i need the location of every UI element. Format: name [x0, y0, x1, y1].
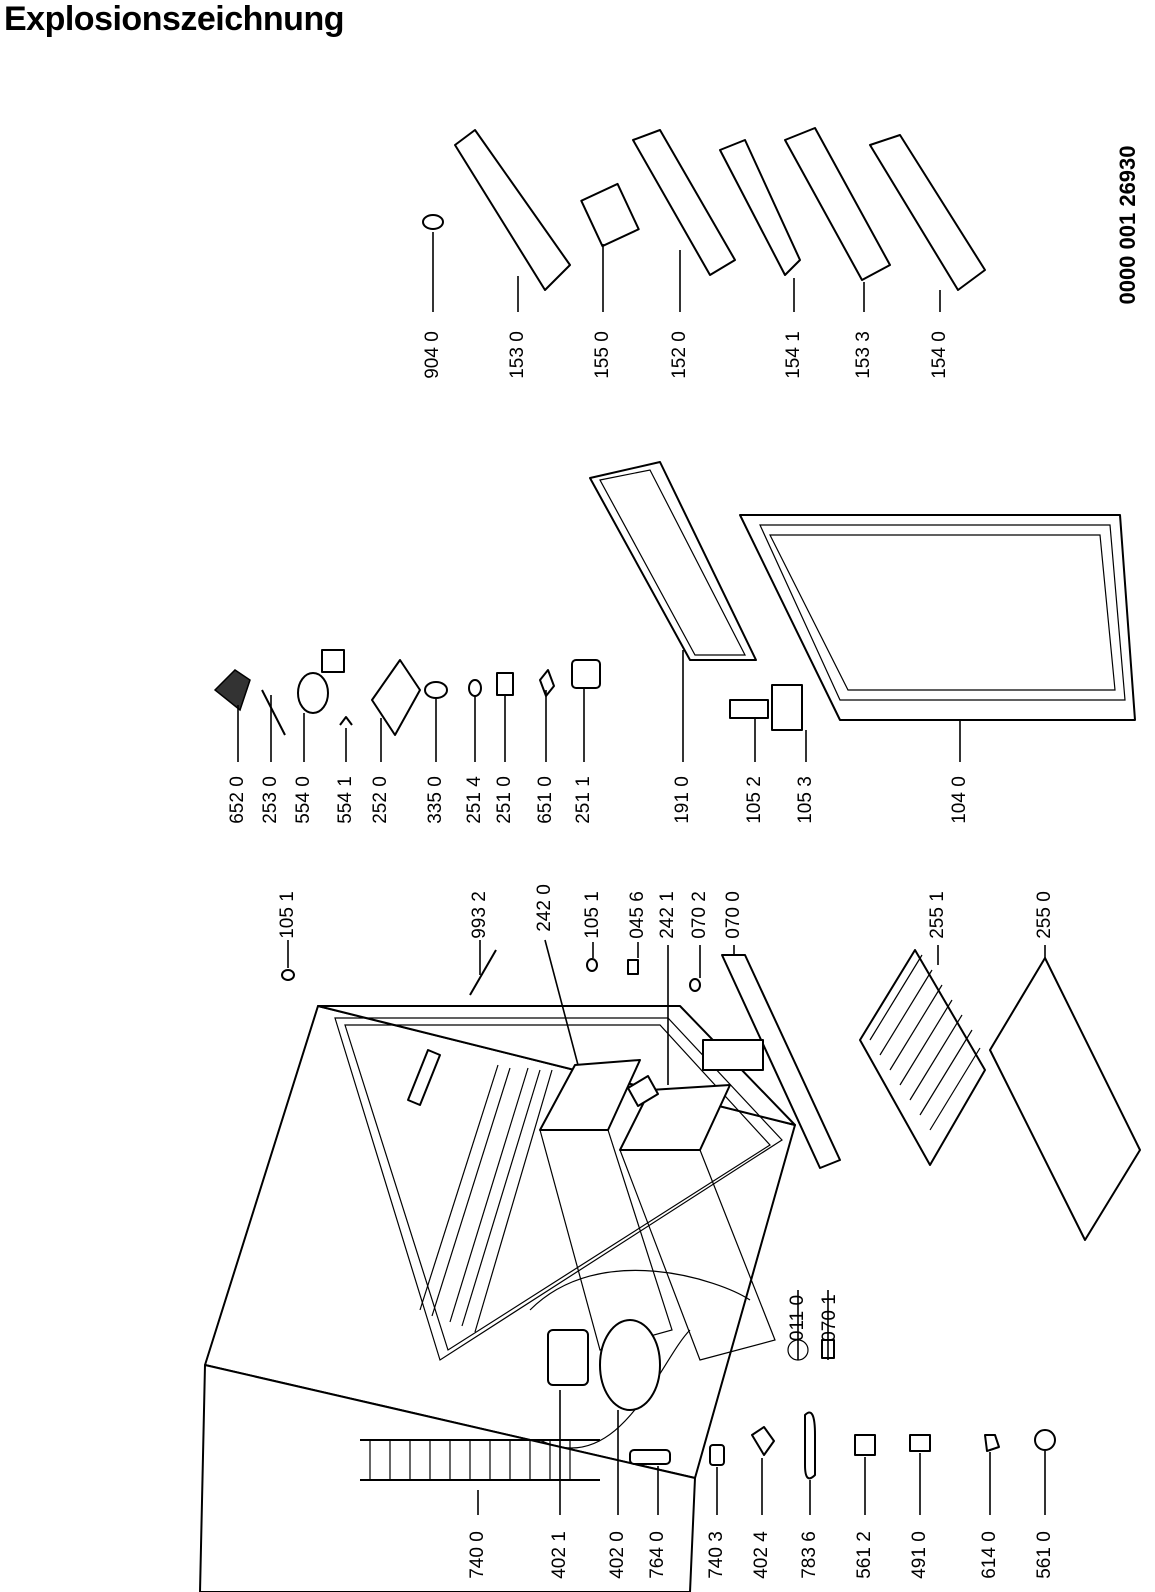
part-label: 152 0 — [669, 331, 690, 379]
part-label: 255 0 — [1034, 891, 1055, 939]
label-group: 783 6 — [799, 1480, 820, 1579]
label-group: 402 1 — [549, 1390, 570, 1579]
part-labels: 904 0 153 0 155 0 152 0 154 1 153 3 154 … — [227, 232, 1055, 1579]
label-group: 251 4 — [464, 696, 485, 824]
page-title: Explosionszeichnung — [4, 0, 344, 38]
label-group: 255 1 — [927, 891, 948, 965]
part-label: 045 6 — [627, 891, 648, 939]
label-group: 614 0 — [979, 1452, 1000, 1579]
part-label: 740 3 — [706, 1531, 727, 1579]
part-label: 554 0 — [293, 776, 314, 824]
part-label: 153 0 — [507, 331, 528, 379]
label-group: 153 3 — [853, 282, 874, 379]
label-group: 105 1 — [582, 891, 603, 958]
label-group: 104 0 — [949, 720, 970, 824]
part-label: 561 2 — [854, 1531, 875, 1579]
label-group: 154 1 — [783, 278, 804, 379]
part-label: 251 1 — [573, 776, 594, 824]
part-label: 402 1 — [549, 1531, 570, 1579]
label-group: 554 1 — [335, 728, 356, 824]
part-label: 253 0 — [260, 776, 281, 824]
part-label: 105 3 — [795, 776, 816, 824]
label-group: 252 0 — [370, 718, 391, 824]
door-drawing — [589, 461, 1136, 731]
label-group: 740 3 — [706, 1467, 727, 1579]
label-group: 554 0 — [293, 713, 314, 824]
part-label: 105 1 — [277, 891, 298, 939]
part-label: 252 0 — [370, 776, 391, 824]
part-label: 740 0 — [467, 1531, 488, 1579]
label-group: 652 0 — [227, 705, 248, 824]
part-label: 335 0 — [425, 776, 446, 824]
part-label: 255 1 — [927, 891, 948, 939]
label-group: 153 0 — [507, 276, 528, 379]
label-group: 154 0 — [929, 290, 950, 379]
part-label: 993 2 — [469, 891, 490, 939]
label-group: 740 0 — [467, 1490, 488, 1579]
small-parts-drawing — [213, 649, 764, 1107]
part-label: 764 0 — [647, 1531, 668, 1579]
label-group: 253 0 — [260, 695, 281, 824]
label-group: 152 0 — [669, 250, 690, 379]
label-group: 561 2 — [854, 1457, 875, 1579]
part-label: 155 0 — [592, 331, 613, 379]
part-label: 651 0 — [535, 776, 556, 824]
label-group: 993 2 — [469, 891, 490, 975]
label-group: 242 0 — [534, 884, 579, 1066]
part-label: 783 6 — [799, 1531, 820, 1579]
accessory-parts-drawing — [629, 1411, 1056, 1480]
part-label: 154 0 — [929, 331, 950, 379]
part-label: 554 1 — [335, 776, 356, 824]
part-label: 105 2 — [744, 776, 765, 824]
shelves-drawing — [721, 949, 1141, 1241]
label-group: 402 0 — [607, 1410, 628, 1579]
label-group: 251 1 — [573, 688, 594, 824]
label-group: 105 1 — [277, 891, 298, 968]
label-group: 904 0 — [422, 232, 443, 379]
label-group: 011 0 — [787, 1290, 808, 1360]
label-group: 070 0 — [723, 891, 744, 955]
part-label: 402 0 — [607, 1531, 628, 1579]
label-group: 105 3 — [795, 730, 816, 824]
part-label: 011 0 — [787, 1295, 808, 1341]
part-label: 242 0 — [534, 884, 555, 932]
label-group: 242 1 — [657, 891, 678, 1085]
label-group: 070 1 — [819, 1290, 840, 1360]
part-label: 070 2 — [689, 891, 710, 939]
label-group: 105 2 — [744, 718, 765, 824]
part-label: 070 1 — [819, 1294, 840, 1342]
label-group: 491 0 — [909, 1453, 930, 1579]
part-label: 153 3 — [853, 331, 874, 379]
label-group: 255 0 — [1034, 891, 1055, 960]
cabinet-drawing — [199, 1005, 835, 1592]
part-label: 104 0 — [949, 776, 970, 824]
part-label: 614 0 — [979, 1531, 1000, 1579]
label-group: 335 0 — [425, 698, 446, 824]
label-group: 561 0 — [1034, 1451, 1055, 1579]
label-group: 764 0 — [647, 1466, 668, 1579]
part-label: 191 0 — [672, 776, 693, 824]
part-label: 561 0 — [1034, 1531, 1055, 1579]
label-group: 045 6 — [627, 891, 648, 958]
part-label: 251 4 — [464, 776, 485, 824]
label-group: 191 0 — [672, 650, 693, 824]
part-label: 251 0 — [494, 776, 515, 824]
part-label: 105 1 — [582, 891, 603, 939]
label-group: 070 2 — [689, 891, 710, 978]
part-label: 904 0 — [422, 331, 443, 379]
label-group: 155 0 — [592, 244, 613, 379]
door-shelves-drawing — [422, 127, 986, 291]
label-group: 651 0 — [535, 690, 556, 824]
label-group: 251 0 — [494, 695, 515, 824]
part-label: 242 1 — [657, 891, 678, 939]
part-label: 154 1 — [783, 331, 804, 379]
part-label: 402 4 — [751, 1531, 772, 1579]
part-label: 070 0 — [723, 891, 744, 939]
label-group: 402 4 — [751, 1458, 772, 1579]
part-label: 652 0 — [227, 776, 248, 824]
part-label: 491 0 — [909, 1531, 930, 1579]
